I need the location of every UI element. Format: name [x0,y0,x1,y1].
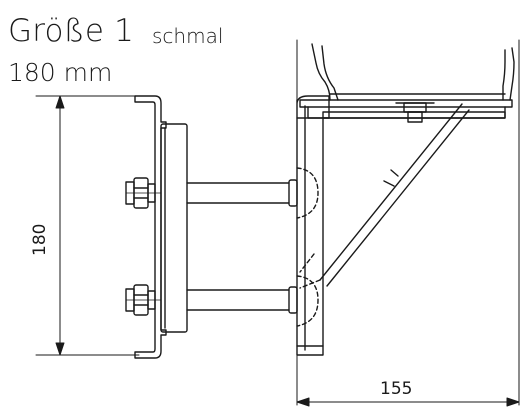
lower-bolt [125,284,162,316]
height-dimension-label: 180 [30,223,50,256]
product-width-label: 180 mm [8,58,113,87]
depth-dimension-label: 155 [380,379,413,399]
threaded-rods [186,179,298,314]
clamp-plate [134,95,188,359]
bracket-body [296,43,515,356]
height-dimension [35,95,140,356]
product-variant-label: schmal [152,24,224,48]
product-size-title: Größe 1 [8,13,135,49]
depth-dimension [296,39,520,407]
upper-bolt [125,177,162,209]
